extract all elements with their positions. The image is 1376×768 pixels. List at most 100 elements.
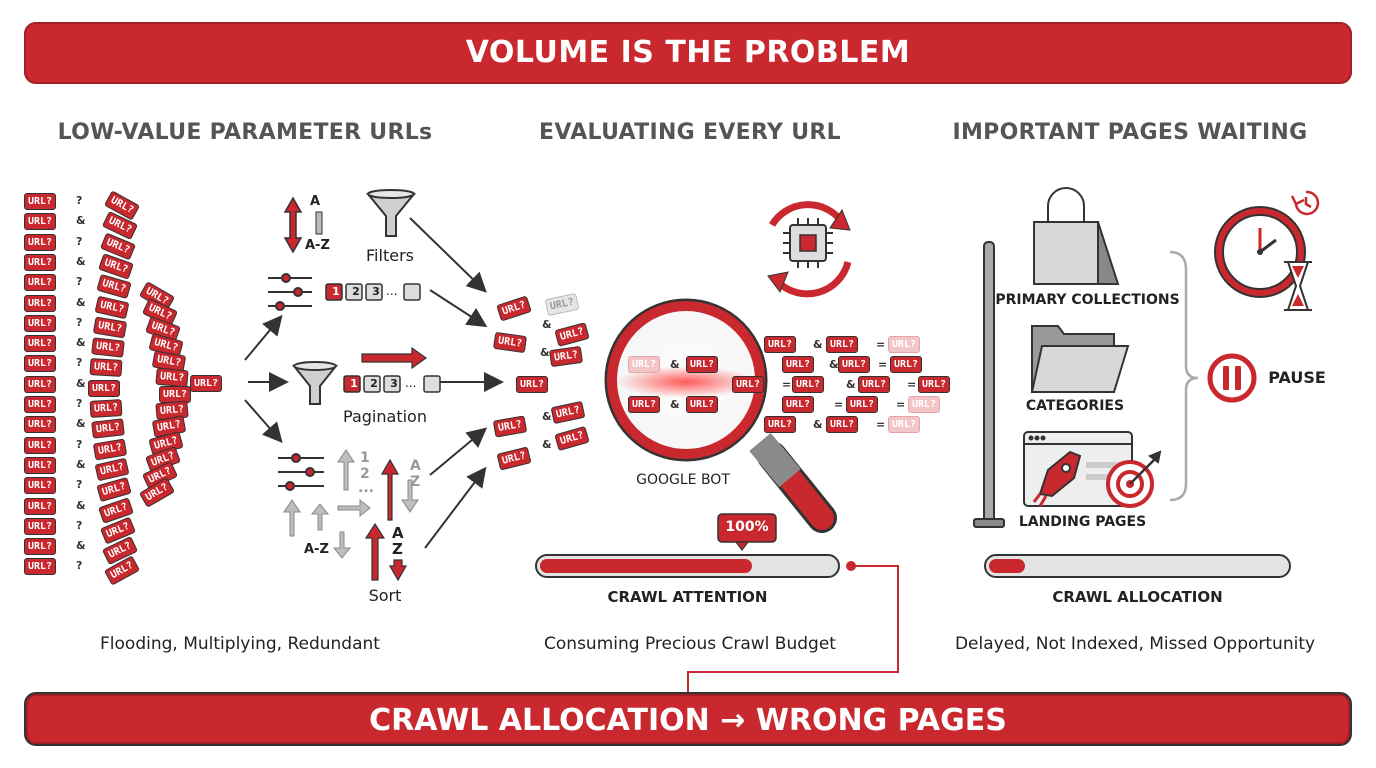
url-token: URL?: [888, 336, 921, 353]
ampersand-symbol: &: [542, 318, 552, 331]
url-token: URL?: [826, 336, 859, 353]
url-token: URL?: [24, 193, 57, 210]
page-ellipsis-middle: ...: [405, 376, 417, 390]
page-chip-2: 2: [352, 285, 360, 298]
ampersand-symbol: &: [76, 336, 86, 350]
url-token: URL?: [628, 356, 661, 373]
landing-pages-label: LANDING PAGES: [1018, 514, 1147, 530]
sort-az-label-bottom: A-Z: [304, 542, 329, 557]
url-token: URL?: [89, 358, 123, 378]
equals-symbol: =: [876, 418, 886, 431]
crawl-allocation-bar: [984, 554, 1291, 578]
right-caption: Delayed, Not Indexed, Missed Opportunity: [954, 634, 1316, 654]
url-token: URL?: [24, 314, 57, 332]
ampersand-symbol: &: [813, 338, 823, 351]
crawl-attention-label: CRAWL ATTENTION: [607, 588, 768, 606]
cpu-cycle-icon: [767, 201, 852, 298]
percent-badge-label: 100%: [725, 519, 769, 535]
funnel-icon-middle: [291, 361, 339, 405]
crawl-attention-bar: [535, 554, 840, 578]
pagination-label: Pagination: [343, 407, 427, 426]
question-symbol: ?: [76, 437, 83, 451]
crawl-attention-fill: [540, 559, 753, 573]
url-token: URL?: [792, 376, 825, 393]
left-caption: Flooding, Multiplying, Redundant: [100, 634, 380, 654]
sort-z-red: Z: [392, 540, 403, 558]
url-token: URL?: [24, 375, 57, 393]
shopping-bag-icon: [1033, 187, 1120, 285]
ampersand-symbol: &: [670, 398, 680, 411]
waiting-pole: [973, 241, 1005, 528]
url-token: URL?: [764, 336, 797, 353]
url-token: URL?: [88, 379, 121, 397]
sort-ellipsis: ...: [358, 480, 374, 496]
url-token: URL?: [24, 558, 57, 576]
equals-symbol: =: [907, 378, 917, 391]
sort-two: 2: [360, 466, 370, 482]
page-chip-1-middle: 1: [350, 377, 358, 390]
hourglass-icon: [1284, 261, 1312, 311]
sort-az-icon: [283, 196, 323, 254]
branch-arrows: [244, 217, 504, 549]
ampersand-symbol: &: [76, 498, 86, 512]
url-token: URL?: [91, 337, 125, 358]
url-token: URL?: [732, 376, 765, 393]
page-chip-2-middle: 2: [370, 377, 378, 390]
ampersand-symbol: &: [76, 295, 86, 309]
ampersand-symbol: &: [829, 358, 839, 371]
folder-icon: [1030, 325, 1130, 393]
ampersand-symbol: &: [670, 358, 680, 371]
header-banner: VOLUME IS THE PROBLEM: [24, 22, 1352, 84]
url-token: URL?: [24, 233, 57, 251]
google-bot-label: GOOGLE BOT: [636, 472, 730, 488]
merged-url-token: URL?: [190, 375, 223, 392]
url-token: URL?: [826, 416, 859, 433]
url-token: URL?: [89, 399, 123, 418]
url-token: URL?: [24, 436, 57, 454]
ampersand-symbol: &: [76, 214, 86, 228]
equals-symbol: =: [782, 378, 792, 391]
url-token: URL?: [24, 274, 57, 292]
sort-az-label-top: A-Z: [305, 238, 330, 253]
equals-symbol: =: [878, 358, 888, 371]
question-symbol: ?: [76, 559, 83, 573]
url-token: URL?: [24, 517, 57, 535]
ampersand-symbol: &: [76, 457, 86, 471]
equals-symbol: =: [876, 338, 886, 351]
sort-a-letter: A: [310, 194, 321, 209]
sliders-icon-bottom: [278, 453, 324, 491]
question-symbol: ?: [76, 478, 83, 492]
url-token: URL?: [838, 356, 871, 373]
magnifier-icon: [604, 298, 837, 533]
url-token: URL?: [888, 416, 921, 433]
ampersand-symbol: &: [542, 410, 552, 423]
url-token: URL?: [686, 396, 719, 413]
ampersand-symbol: &: [76, 254, 86, 268]
primary-collections-label: PRIMARY COLLECTIONS: [995, 292, 1180, 308]
url-token: URL?: [782, 356, 815, 373]
middle-column-title: EVALUATING EVERY URL: [539, 120, 841, 145]
url-token: URL?: [516, 376, 549, 393]
url-token: URL?: [628, 396, 661, 413]
page-chip-3-middle: 3: [390, 377, 398, 390]
url-token: URL?: [24, 538, 57, 556]
url-token: URL?: [24, 253, 57, 271]
left-column-title: LOW-VALUE PARAMETER URLs: [57, 120, 433, 145]
red-right-arrow: [361, 346, 428, 370]
bracket: [1169, 250, 1199, 502]
ampersand-symbol: &: [542, 438, 552, 451]
url-token: URL?: [24, 294, 57, 312]
page-chip-1: 1: [332, 285, 340, 298]
url-token: URL?: [24, 456, 57, 474]
crawl-allocation-label: CRAWL ALLOCATION: [1052, 588, 1223, 606]
pagination-chips-top: [325, 283, 421, 301]
connector-line: [687, 561, 899, 692]
url-token: URL?: [24, 335, 57, 353]
equals-symbol: =: [896, 398, 906, 411]
sort-z-gray: Z: [410, 474, 421, 490]
url-token: URL?: [918, 376, 951, 393]
question-symbol: ?: [76, 356, 83, 370]
ampersand-symbol: &: [76, 376, 86, 390]
percent-badge: [717, 513, 777, 551]
